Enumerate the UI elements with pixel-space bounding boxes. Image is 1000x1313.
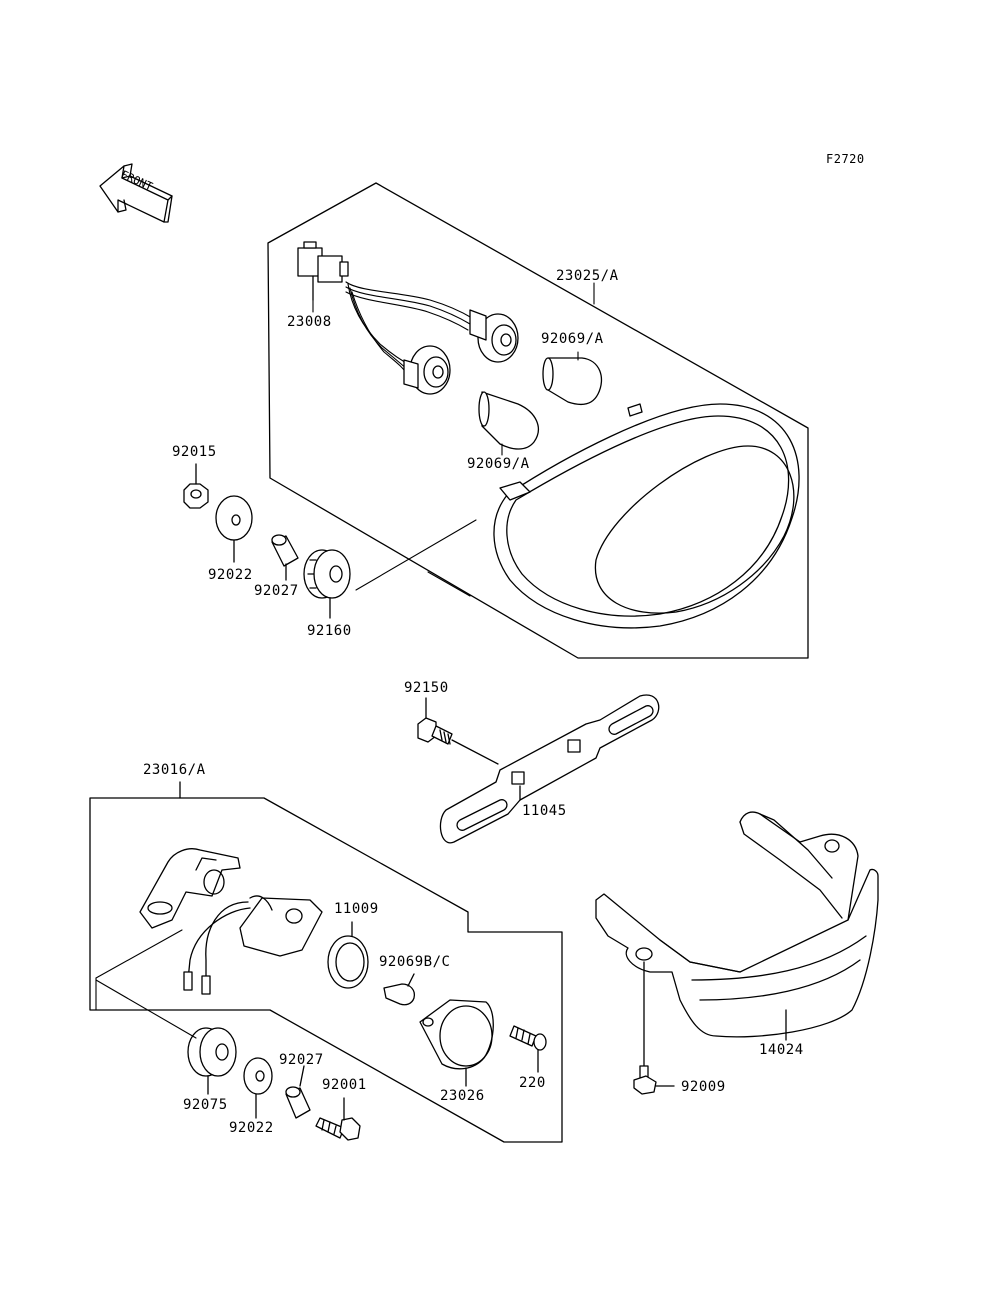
lens-23026 <box>419 999 494 1087</box>
license-lamp-bracket <box>139 848 241 929</box>
front-arrow-icon: FRONT <box>99 163 173 223</box>
bulb-socket-lower <box>403 345 451 395</box>
grommet-92075 <box>187 1027 237 1095</box>
bulb-92069a-bottom <box>478 391 539 450</box>
part-label-220: 220 <box>519 1075 546 1091</box>
bolt-92150 <box>417 697 499 765</box>
part-label-23025a: 23025/A <box>556 268 619 284</box>
part-label-11009: 11009 <box>334 901 379 917</box>
part-label-23026: 23026 <box>440 1088 485 1104</box>
part-label-92069bc: 92069B/C <box>379 954 451 970</box>
license-lamp-assembly-outline <box>89 781 563 1143</box>
part-label-14024: 14024 <box>759 1042 804 1058</box>
washer-92022-bottom <box>243 1057 273 1119</box>
part-label-23008: 23008 <box>287 314 332 330</box>
connector-23008 <box>297 241 349 301</box>
collar-92027-bottom <box>285 1065 311 1119</box>
taillamp-lens <box>493 403 800 629</box>
bolt-92001 <box>315 1097 361 1141</box>
bulb-92069bc <box>383 973 416 1006</box>
part-label-92015: 92015 <box>172 444 217 460</box>
part-label-92069a-top: 92069/A <box>541 331 604 347</box>
gasket-11009 <box>327 921 369 989</box>
grommet-92160 <box>303 549 351 619</box>
part-label-92027-bottom: 92027 <box>279 1052 324 1068</box>
screw-92009 <box>633 961 675 1095</box>
nut-92015 <box>183 463 209 509</box>
figure-code: F2720 <box>826 152 865 166</box>
collar-92027-top <box>271 534 299 581</box>
part-label-92160: 92160 <box>307 623 352 639</box>
part-label-11045: 11045 <box>522 803 567 819</box>
part-label-92027-top: 92027 <box>254 583 299 599</box>
part-label-92009: 92009 <box>681 1079 726 1095</box>
part-label-92150: 92150 <box>404 680 449 696</box>
screw-220 <box>509 1025 547 1073</box>
part-label-23016a: 23016/A <box>143 762 206 778</box>
part-label-92001: 92001 <box>322 1077 367 1093</box>
leader-lines-lower <box>95 929 197 1039</box>
bulb-socket-upper <box>469 309 519 363</box>
part-label-92075: 92075 <box>183 1097 228 1113</box>
part-label-92022-bottom: 92022 <box>229 1120 274 1136</box>
leader-lines-top <box>312 282 595 597</box>
part-label-92022-top: 92022 <box>208 567 253 583</box>
washer-92022-top <box>215 495 253 563</box>
bulb-92069a-top <box>542 357 603 406</box>
cover-14024 <box>595 811 879 1041</box>
taillamp-assembly-outline <box>267 182 809 659</box>
part-label-92069a-bottom: 92069/A <box>467 456 530 472</box>
bracket-11045 <box>439 694 660 844</box>
license-lamp-housing <box>183 895 323 995</box>
